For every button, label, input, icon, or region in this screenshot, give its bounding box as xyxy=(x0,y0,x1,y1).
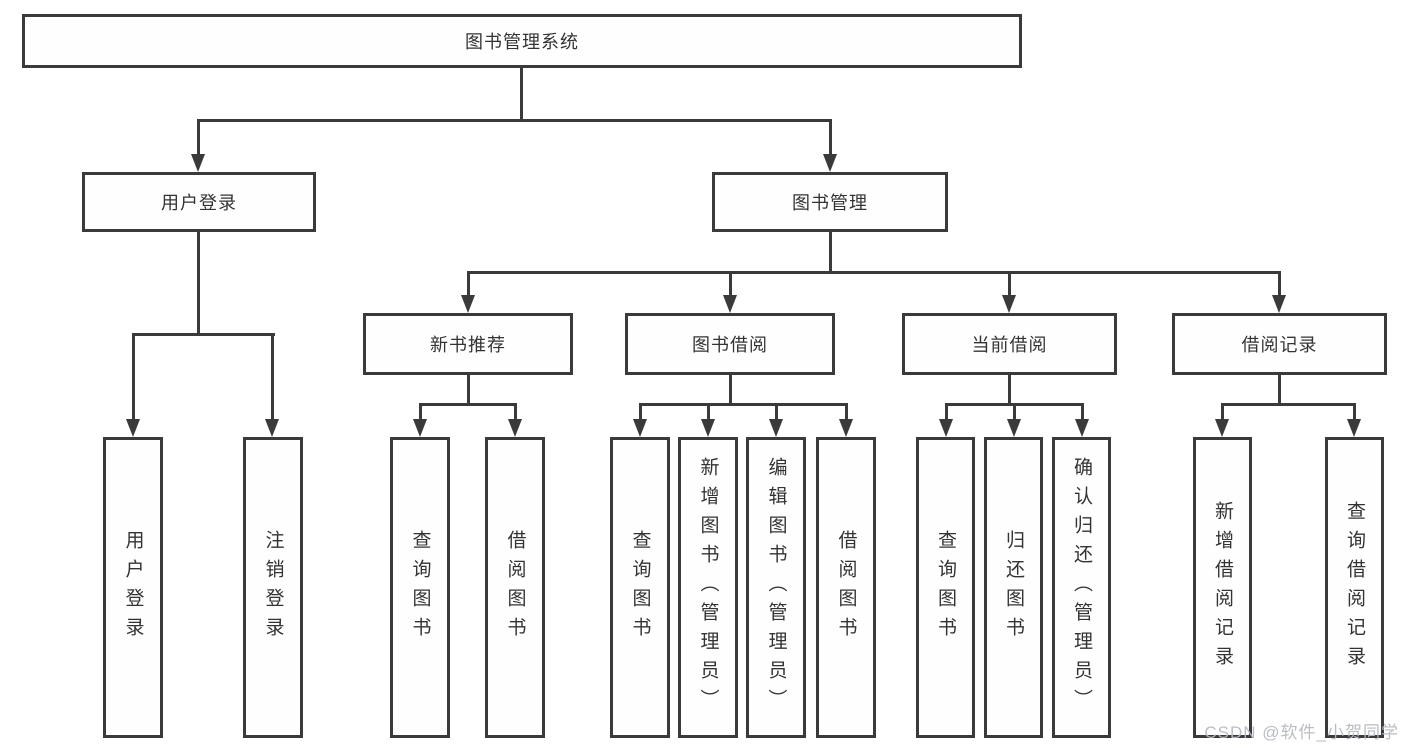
leaf-records-query-record: 查询借阅记录 xyxy=(1325,437,1384,738)
node-borrowing-records-label: 借阅记录 xyxy=(1241,335,1318,355)
arrowhead-down-icon xyxy=(769,419,783,437)
connector-drop-records-query xyxy=(1353,403,1356,421)
leaf-borrowing-add-books-admin-label: 新增图书（管理员） xyxy=(697,457,719,718)
connector-drop-login xyxy=(132,333,135,421)
node-root: 图书管理系统 xyxy=(22,14,1022,68)
node-current-borrowing: 当前借阅 xyxy=(902,313,1117,375)
node-book-management: 图书管理 xyxy=(712,172,948,232)
connector-drop-logout xyxy=(271,333,274,421)
arrowhead-down-icon xyxy=(1347,419,1361,437)
node-current-borrowing-label: 当前借阅 xyxy=(971,335,1048,355)
connector-drop-borrowing-borrow xyxy=(845,403,848,421)
leaf-records-query-record-label: 查询借阅记录 xyxy=(1344,500,1365,675)
node-new-book-recommend-label: 新书推荐 xyxy=(430,335,506,355)
connector-records-rail xyxy=(1221,403,1356,406)
connector-drop-borrowing-edit xyxy=(775,403,778,421)
connector-borrowing-rail xyxy=(639,403,848,406)
arrowhead-down-icon xyxy=(1272,295,1286,313)
arrowhead-down-icon xyxy=(701,419,715,437)
connector-drop-user-login xyxy=(197,119,200,156)
leaf-current-confirm-return-admin-label: 确认归还（管理员） xyxy=(1071,457,1092,718)
leaf-user-login: 用户登录 xyxy=(103,437,163,738)
arrowhead-down-icon xyxy=(1007,419,1021,437)
arrowhead-down-icon xyxy=(413,419,427,437)
node-user-login-label: 用户登录 xyxy=(161,193,237,213)
connector-user-login-stem xyxy=(197,232,200,336)
arrowhead-down-icon xyxy=(1002,295,1016,313)
connector-current-stem xyxy=(1008,375,1011,406)
arrowhead-down-icon xyxy=(633,419,647,437)
connector-root-stem xyxy=(520,68,523,120)
leaf-current-query-books: 查询图书 xyxy=(916,437,975,738)
leaf-borrowing-borrow-books: 借阅图书 xyxy=(816,437,876,738)
connector-drop-recommend xyxy=(467,271,470,297)
leaf-logout-label: 注销登录 xyxy=(262,529,284,646)
connector-drop-current-return xyxy=(1013,403,1016,421)
connector-drop-borrowing xyxy=(729,271,732,297)
arrowhead-down-icon xyxy=(1215,419,1229,437)
connector-drop-book-management xyxy=(829,119,832,156)
node-root-label: 图书管理系统 xyxy=(465,32,579,52)
arrowhead-down-icon xyxy=(723,295,737,313)
connector-drop-current-query xyxy=(945,403,948,421)
connector-borrowing-stem xyxy=(729,375,732,406)
node-user-login: 用户登录 xyxy=(82,172,316,232)
connector-drop-records xyxy=(1278,271,1281,297)
leaf-current-query-books-label: 查询图书 xyxy=(935,529,956,646)
connector-records-stem xyxy=(1278,375,1281,406)
leaf-recommend-query-books-label: 查询图书 xyxy=(409,529,431,646)
leaf-recommend-borrow-books: 借阅图书 xyxy=(485,437,545,738)
arrowhead-down-icon xyxy=(461,295,475,313)
connector-drop-recommend-query xyxy=(419,403,422,421)
arrowhead-down-icon xyxy=(823,154,837,172)
node-book-borrowing: 图书借阅 xyxy=(625,313,835,375)
connector-root-rail xyxy=(197,119,832,122)
node-book-borrowing-label: 图书借阅 xyxy=(692,335,768,355)
leaf-logout: 注销登录 xyxy=(243,437,303,738)
arrowhead-down-icon xyxy=(839,419,853,437)
connector-recommend-stem xyxy=(467,375,470,406)
leaf-records-add-record: 新增借阅记录 xyxy=(1193,437,1252,738)
connector-drop-current-confirm xyxy=(1081,403,1084,421)
arrowhead-down-icon xyxy=(1075,419,1089,437)
leaf-borrowing-query-books-label: 查询图书 xyxy=(629,529,651,646)
arrowhead-down-icon xyxy=(508,419,522,437)
arrowhead-down-icon xyxy=(939,419,953,437)
leaf-recommend-borrow-books-label: 借阅图书 xyxy=(504,529,526,646)
arrowhead-down-icon xyxy=(126,419,140,437)
leaf-borrowing-query-books: 查询图书 xyxy=(610,437,670,738)
connector-drop-recommend-borrow xyxy=(514,403,517,421)
leaf-current-return-books: 归还图书 xyxy=(984,437,1043,738)
connector-book-management-stem xyxy=(829,232,832,274)
connector-drop-borrowing-add xyxy=(707,403,710,421)
connector-drop-records-add xyxy=(1221,403,1224,421)
leaf-current-return-books-label: 归还图书 xyxy=(1003,529,1024,646)
arrowhead-down-icon xyxy=(191,154,205,172)
connector-book-management-rail xyxy=(467,271,1281,274)
leaf-borrowing-borrow-books-label: 借阅图书 xyxy=(835,529,857,646)
leaf-records-add-record-label: 新增借阅记录 xyxy=(1212,500,1233,675)
node-new-book-recommend: 新书推荐 xyxy=(363,313,573,375)
arrowhead-down-icon xyxy=(265,419,279,437)
connector-user-login-rail xyxy=(132,333,275,336)
connector-recommend-rail xyxy=(419,403,517,406)
connector-drop-current xyxy=(1008,271,1011,297)
leaf-borrowing-edit-books-admin-label: 编辑图书（管理员） xyxy=(765,457,787,718)
leaf-recommend-query-books: 查询图书 xyxy=(390,437,450,738)
leaf-user-login-label: 用户登录 xyxy=(122,529,144,646)
node-book-management-label: 图书管理 xyxy=(792,193,868,213)
leaf-borrowing-add-books-admin: 新增图书（管理员） xyxy=(678,437,738,738)
connector-drop-borrowing-query xyxy=(639,403,642,421)
node-borrowing-records: 借阅记录 xyxy=(1172,313,1387,375)
csdn-watermark: CSDN @软件_小贺同学 xyxy=(1204,723,1399,742)
leaf-borrowing-edit-books-admin: 编辑图书（管理员） xyxy=(746,437,806,738)
leaf-current-confirm-return-admin: 确认归还（管理员） xyxy=(1052,437,1111,738)
